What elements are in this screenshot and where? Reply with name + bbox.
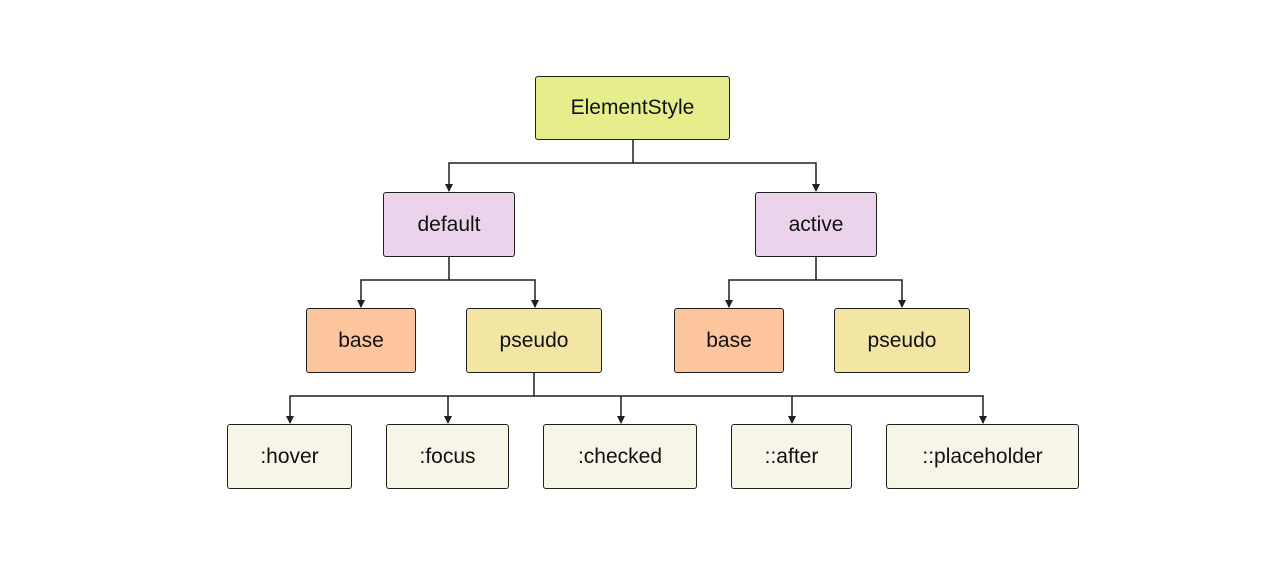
node-active: active (755, 192, 877, 257)
edge-pseudo-to-placeholder (792, 395, 987, 424)
node-default: default (383, 192, 515, 257)
node-default-pseudo-label: pseudo (499, 328, 569, 352)
edge-default-to-base (357, 257, 450, 308)
node-placeholder: ::placeholder (886, 424, 1079, 489)
edge-active-to-base (725, 257, 817, 308)
node-active-pseudo: pseudo (834, 308, 970, 373)
node-checked: :checked (543, 424, 697, 489)
node-default-base: base (306, 308, 416, 373)
node-active-label: active (788, 212, 844, 236)
node-default-pseudo: pseudo (466, 308, 602, 373)
node-active-base: base (674, 308, 784, 373)
edge-active-to-pseudo (816, 279, 906, 308)
edge-root-to-active (633, 162, 820, 192)
node-focus-label: :focus (419, 444, 476, 468)
edge-default-to-pseudo (449, 279, 539, 308)
node-checked-label: :checked (577, 444, 663, 468)
node-active-base-label: base (706, 328, 752, 352)
node-after-label: ::after (764, 444, 819, 468)
node-hover: :hover (227, 424, 352, 489)
node-active-pseudo-label: pseudo (867, 328, 937, 352)
node-default-base-label: base (338, 328, 384, 352)
node-hover-label: :hover (260, 444, 319, 468)
node-after: ::after (731, 424, 852, 489)
edge-root-to-default (445, 140, 634, 192)
node-focus: :focus (386, 424, 509, 489)
node-root-label: ElementStyle (570, 96, 695, 119)
edge-pseudo-to-after (621, 395, 796, 424)
edge-pseudo-to-hover (286, 373, 535, 424)
node-default-label: default (417, 212, 481, 236)
node-root: ElementStyle (535, 76, 730, 140)
node-placeholder-label: ::placeholder (922, 444, 1043, 468)
edge-pseudo-to-checked (534, 395, 625, 424)
